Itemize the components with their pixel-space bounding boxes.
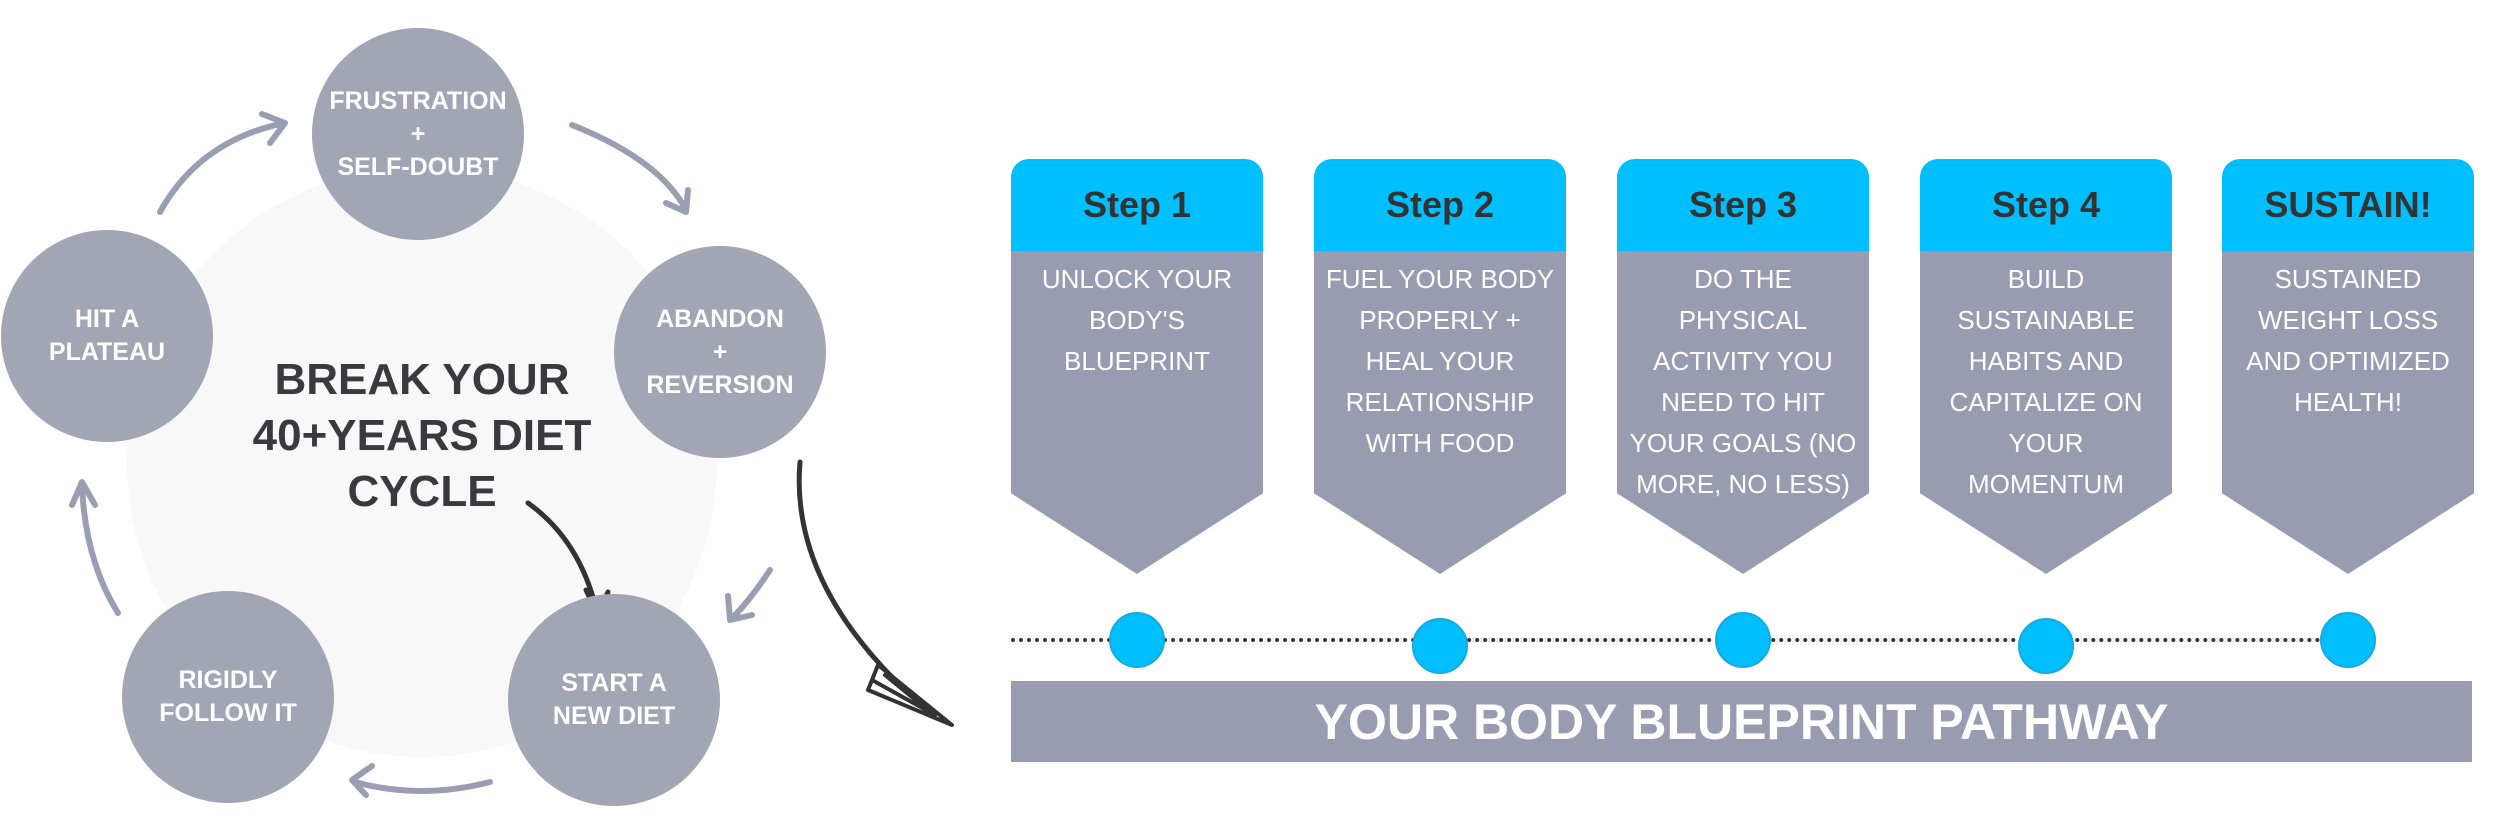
- cycle-node-rigidly-follow: RIGIDLY FOLLOW IT: [122, 591, 334, 803]
- step-body: UNLOCK YOUR BODY'S BLUEPRINT: [1011, 251, 1263, 574]
- step-body: FUEL YOUR BODY PROPERLY + HEAL YOUR RELA…: [1314, 251, 1566, 574]
- node-label: FRUSTRATION: [329, 86, 507, 115]
- node-label: ABANDON: [656, 304, 784, 333]
- node-label: +: [712, 337, 728, 366]
- step-text: FUEL YOUR BODY PROPERLY + HEAL YOUR RELA…: [1325, 264, 1555, 458]
- step-text: UNLOCK YOUR BODY'S BLUEPRINT: [1041, 264, 1233, 376]
- node-label: +: [410, 119, 426, 148]
- step-text: SUSTAINED WEIGHT LOSS AND OPTIMIZED HEAL…: [2246, 264, 2450, 417]
- node-label: HIT A: [74, 305, 140, 333]
- step-sustain: SUSTAIN! SUSTAINED WEIGHT LOSS AND OPTIM…: [2222, 159, 2474, 574]
- node-label: FOLLOW IT: [159, 699, 297, 727]
- cycle-title: BREAK YOUR 40+YEARS DIET CYCLE: [252, 355, 592, 516]
- step-title: Step 2: [1314, 159, 1566, 251]
- cycle-node-frustration: FRUSTRATION + SELF-DOUBT: [312, 28, 524, 240]
- timeline-dot: [1715, 612, 1771, 668]
- node-label: SELF-DOUBT: [337, 152, 499, 181]
- step-body: SUSTAINED WEIGHT LOSS AND OPTIMIZED HEAL…: [2222, 251, 2474, 574]
- timeline-dot: [2018, 618, 2074, 674]
- step-text: DO THE PHYSICAL ACTIVITY YOU NEED TO HIT…: [1629, 264, 1857, 499]
- step-text: BUILD SUSTAINABLE HABITS AND CAPITALIZE …: [1949, 264, 2143, 499]
- timeline-dot: [1412, 618, 1468, 674]
- step-title: Step 4: [1920, 159, 2172, 251]
- step-body: BUILD SUSTAINABLE HABITS AND CAPITALIZE …: [1920, 251, 2172, 574]
- cycle-arrow-1: [157, 111, 288, 215]
- step-title: SUSTAIN!: [2222, 159, 2474, 251]
- pathway-arrowhead-icon: [866, 663, 954, 727]
- timeline-dot: [2320, 612, 2376, 668]
- step-4: Step 4 BUILD SUSTAINABLE HABITS AND CAPI…: [1920, 159, 2172, 574]
- pathway-arrow: [796, 459, 908, 693]
- cycle-arrow-5: [69, 479, 121, 616]
- cycle-node-start-diet: START A NEW DIET: [508, 594, 720, 806]
- step-3: Step 3 DO THE PHYSICAL ACTIVITY YOU NEED…: [1617, 159, 1869, 574]
- node-label: REVERSION: [646, 370, 794, 399]
- step-title: Step 1: [1011, 159, 1263, 251]
- timeline-dot: [1109, 612, 1165, 668]
- node-label: START A: [561, 669, 667, 697]
- cycle-node-plateau: HIT A PLATEAU: [1, 230, 213, 442]
- step-title: Step 3: [1617, 159, 1869, 251]
- step-body: DO THE PHYSICAL ACTIVITY YOU NEED TO HIT…: [1617, 251, 1869, 574]
- cycle-arrow-3: [725, 567, 773, 623]
- cycle-arrow-2: [569, 122, 691, 215]
- pathway-banner: YOUR BODY BLUEPRINT PATHWAY: [1011, 681, 2472, 762]
- timeline-dotted-line: [1011, 638, 2321, 642]
- step-1: Step 1 UNLOCK YOUR BODY'S BLUEPRINT: [1011, 159, 1263, 574]
- step-2: Step 2 FUEL YOUR BODY PROPERLY + HEAL YO…: [1314, 159, 1566, 574]
- node-label: NEW DIET: [552, 702, 676, 730]
- cycle-node-abandon: ABANDON + REVERSION: [614, 246, 826, 458]
- node-label: RIGIDLY: [178, 666, 278, 694]
- cycle-arrow-4: [349, 763, 493, 798]
- node-label: PLATEAU: [48, 338, 166, 366]
